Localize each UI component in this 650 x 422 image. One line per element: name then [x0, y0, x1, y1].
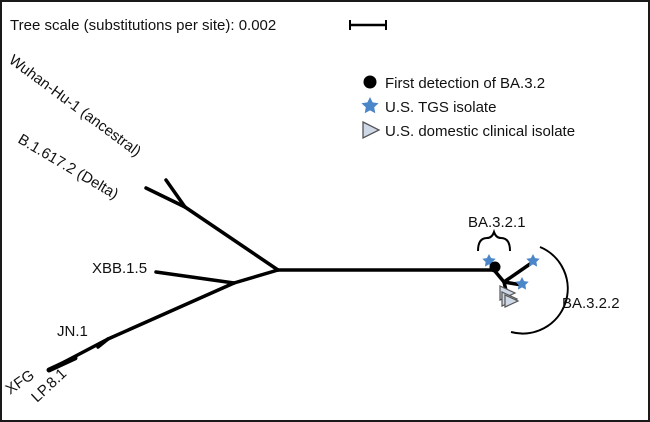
clade-bracket-ba322 — [510, 246, 569, 335]
taxon-label-xbb: XBB.1.5 — [92, 260, 147, 277]
branch-jn1-stem — [106, 281, 236, 341]
clade-label-ba321: BA.3.2.1 — [468, 214, 526, 231]
branch-delta — [144, 186, 187, 209]
branch-ba322-upper — [502, 262, 532, 284]
branch-delta-wuhan-stem — [183, 205, 280, 272]
clade-annotations: BA.3.2.1 BA.3.2.2 — [468, 214, 620, 335]
scale-bar: Tree scale (substitutions per site): 0.0… — [10, 17, 387, 34]
tip-markers — [482, 254, 540, 308]
blue-star-icon — [361, 97, 379, 114]
gray-triangle-icon — [362, 120, 381, 140]
tgs-star-icon — [526, 254, 540, 267]
clade-label-ba322: BA.3.2.2 — [562, 295, 620, 312]
legend-item-clinical-isolate: U.S. domestic clinical isolate — [385, 123, 575, 140]
black-circle-icon — [363, 75, 377, 89]
legend: First detection of BA.3.2 U.S. TGS isola… — [361, 75, 575, 140]
clinical-triangle-icon — [504, 294, 520, 308]
branch-xbb — [154, 270, 236, 285]
first-detection-circle-icon — [489, 261, 501, 273]
branch-lower-stem — [232, 268, 280, 285]
scale-bar-label: Tree scale (substitutions per site): 0.0… — [10, 17, 276, 34]
branch-lp81 — [46, 355, 78, 373]
clade-brace-ba321 — [477, 228, 511, 252]
tgs-star-icon — [515, 277, 529, 290]
tip-labels: Wuhan-Hu-1 (ancestral) B.1.617.2 (Delta)… — [3, 52, 148, 406]
taxon-label-delta: B.1.617.2 (Delta) — [15, 131, 121, 203]
taxon-label-jn1: JN.1 — [57, 323, 88, 340]
branch-wuhan — [164, 178, 187, 209]
legend-item-tgs-isolate: U.S. TGS isolate — [385, 99, 496, 116]
legend-item-first-detection: First detection of BA.3.2 — [385, 75, 545, 92]
